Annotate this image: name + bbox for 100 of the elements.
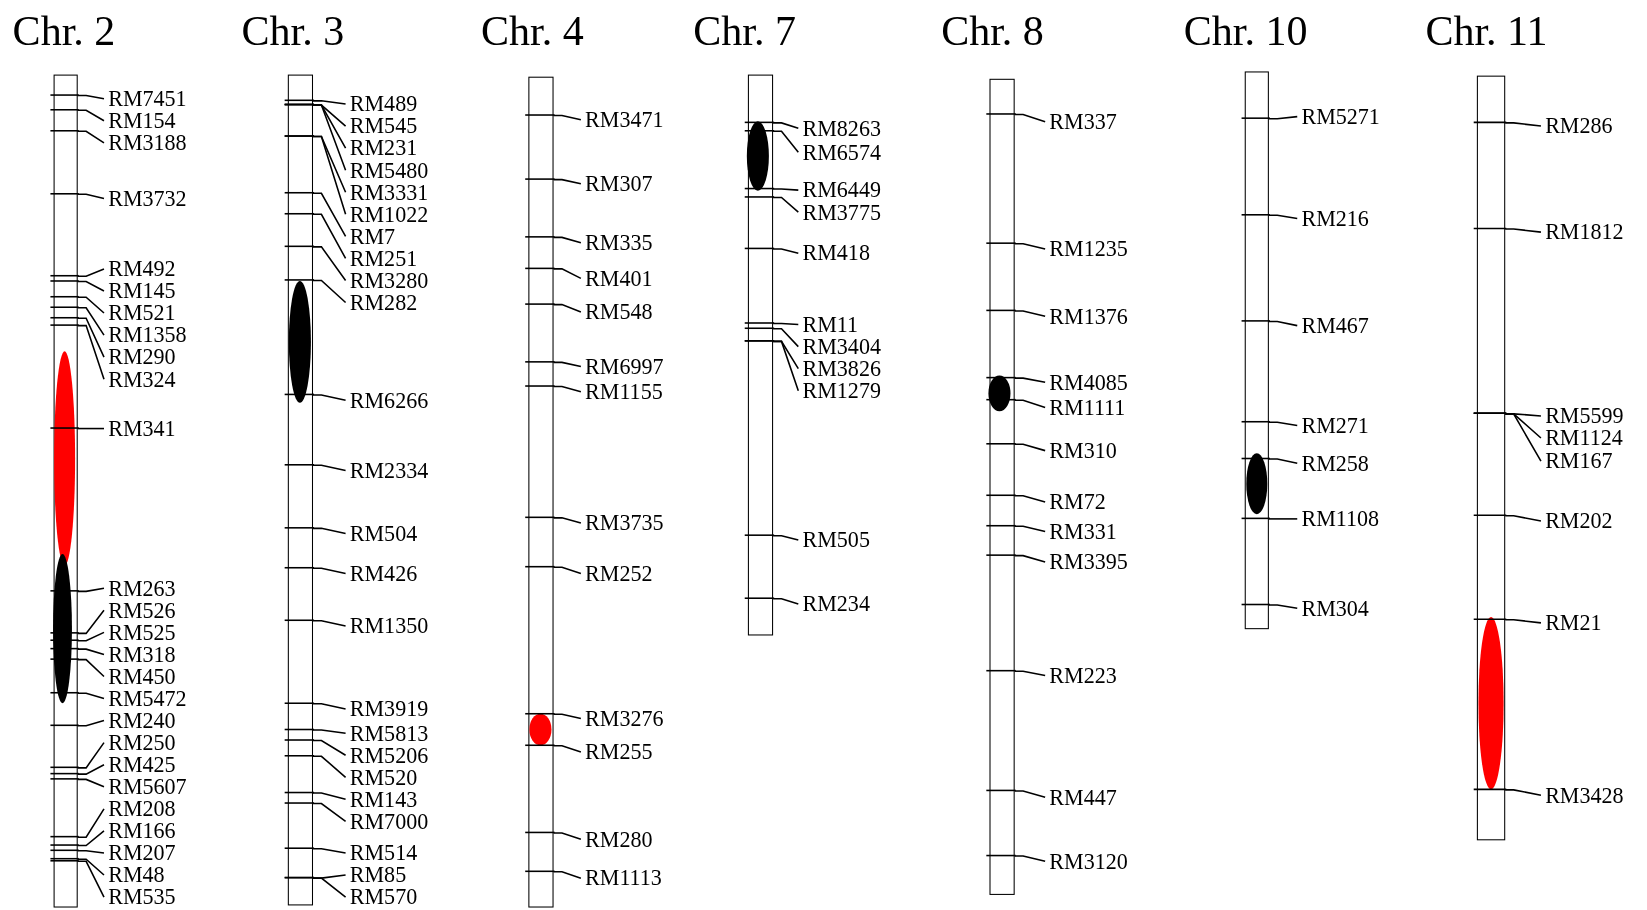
marker-label: RM324 (108, 368, 176, 391)
leader-line (312, 739, 347, 757)
leader-line (76, 858, 105, 876)
marker-label: RM3735 (585, 512, 664, 535)
leader-line (772, 188, 800, 191)
marker-label: RM3826 (802, 357, 881, 380)
chromosome-label: Chr. 10 (1183, 8, 1308, 55)
leader-line (772, 534, 800, 541)
leader-line (1013, 242, 1046, 250)
marker-label: RM5480 (349, 159, 429, 182)
leader-line (76, 427, 105, 430)
leader-line (552, 871, 582, 879)
marker-label: RM202 (1545, 509, 1613, 533)
leader-line (312, 464, 347, 472)
leader-line (1013, 399, 1046, 409)
leader-line (76, 860, 105, 898)
leader-line (312, 246, 347, 282)
marker-label: RM1111 (1049, 396, 1126, 419)
leader-line (312, 100, 347, 105)
chromosome-label: Chr. 3 (241, 8, 345, 55)
leader-line (76, 306, 105, 336)
leader-line (1504, 122, 1542, 127)
leader-line (1504, 789, 1542, 796)
marker-label: RM5472 (108, 687, 187, 710)
marker-label: RM145 (108, 279, 176, 302)
leader-line (552, 268, 582, 280)
marker-label: RM514 (349, 841, 418, 864)
marker-label: RM548 (585, 300, 653, 323)
leader-line (772, 122, 800, 129)
leader-line (76, 587, 105, 593)
marker-label: RM3775 (802, 201, 881, 224)
leader-line (312, 755, 347, 779)
leader-line (772, 130, 800, 154)
marker-label: RM234 (802, 592, 870, 615)
marker-label: RM520 (349, 766, 418, 789)
leader-line (312, 527, 347, 535)
leader-line (76, 808, 105, 838)
marker-label: RM3732 (108, 187, 187, 210)
leader-line (312, 802, 347, 823)
marker-label: RM7 (349, 225, 396, 248)
marker-label: RM251 (349, 247, 418, 270)
leader-line (312, 394, 347, 401)
marker-label: RM3280 (349, 269, 429, 292)
leader-line (312, 877, 347, 898)
marker-label: RM3395 (1049, 550, 1128, 573)
marker-label: RM1022 (349, 203, 429, 226)
marker-label: RM1155 (585, 380, 663, 403)
marker-label: RM21 (1545, 611, 1602, 634)
leader-line (1013, 855, 1046, 863)
marker-label: RM426 (349, 562, 418, 585)
leader-line (76, 94, 105, 100)
marker-label: RM6997 (585, 355, 664, 378)
leader-line (76, 296, 105, 314)
leader-line (1013, 525, 1046, 533)
marker-label: RM48 (108, 863, 165, 886)
marker-label: RM535 (108, 886, 176, 909)
marker-label: RM3471 (585, 108, 664, 131)
marker-label: RM492 (108, 257, 176, 280)
marker-label: RM231 (349, 137, 418, 160)
leader-line (312, 567, 347, 575)
marker-label: RM7000 (349, 810, 429, 833)
leader-line (552, 385, 582, 393)
marker-label: RM526 (108, 599, 176, 622)
marker-label: RM1279 (802, 379, 881, 402)
marker-label: RM207 (108, 841, 176, 864)
marker-label: RM216 (1301, 207, 1369, 230)
marker-label: RM307 (585, 172, 653, 195)
leader-line (1013, 113, 1046, 123)
leader-line (76, 719, 105, 727)
leader-line (312, 620, 347, 627)
marker-label: RM263 (108, 577, 176, 600)
leader-line (1268, 458, 1299, 465)
chromosome-label: Chr. 2 (12, 8, 116, 55)
marker-label: RM7451 (108, 87, 187, 110)
marker-label: RM208 (108, 797, 176, 820)
leader-line (312, 792, 347, 801)
leader-line (312, 729, 347, 734)
leader-line (76, 631, 105, 642)
leader-line (552, 114, 582, 121)
marker-label: RM258 (1301, 452, 1369, 475)
leader-line (312, 703, 347, 710)
leader-line (1013, 310, 1046, 317)
leader-line (1013, 495, 1046, 503)
marker-label: RM290 (108, 346, 176, 369)
leader-line (1013, 670, 1046, 677)
marker-label: RM1812 (1545, 221, 1624, 244)
marker-label: RM1113 (585, 867, 662, 890)
chromosome-label: Chr. 7 (693, 8, 796, 55)
leader-line (552, 178, 582, 185)
leader-line (552, 361, 582, 368)
marker-label: RM5599 (1545, 404, 1624, 427)
leader-line (1013, 377, 1046, 384)
marker-label: RM280 (585, 828, 653, 851)
chromosome-label: Chr. 8 (941, 8, 1044, 55)
marker-label: RM255 (585, 741, 653, 764)
leader-line (1504, 618, 1542, 624)
marker-label: RM5206 (349, 744, 429, 767)
leader-line (312, 213, 347, 260)
marker-label: RM3404 (802, 335, 881, 358)
leader-line (1504, 413, 1542, 462)
